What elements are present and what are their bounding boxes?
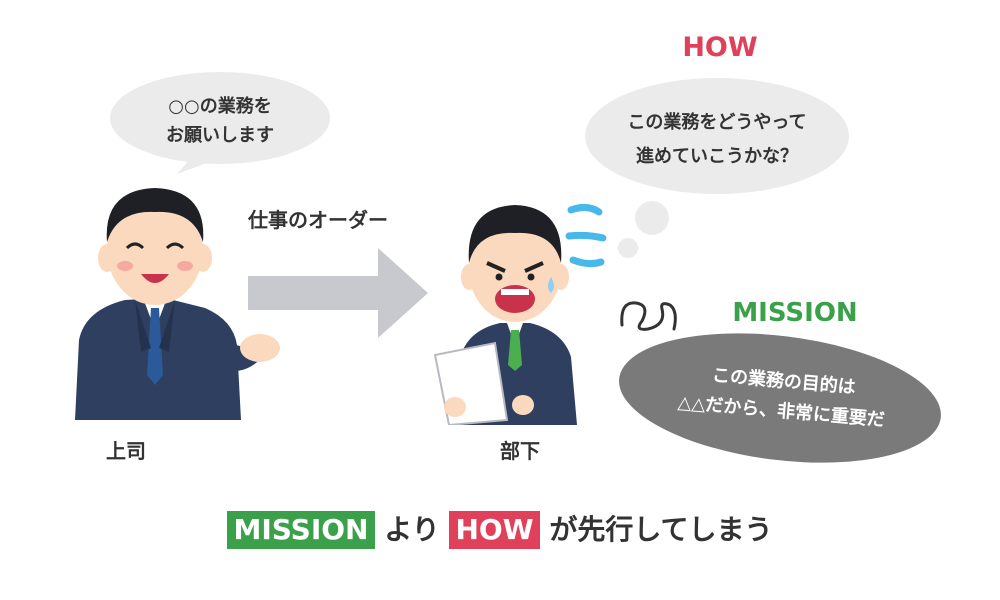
boss-tie-icon bbox=[147, 308, 163, 385]
order-arrow-icon bbox=[248, 248, 428, 338]
thought-dots-icon bbox=[618, 201, 669, 258]
how-thought-bubble bbox=[585, 78, 849, 194]
paper-icon bbox=[433, 341, 509, 425]
boss-speech-text: ○○の業務を お願いします bbox=[120, 92, 320, 150]
caption: MISSION より HOW が先行してしまう bbox=[0, 508, 1000, 549]
caption-how-tag: HOW bbox=[449, 511, 540, 549]
how-thought-line2: 進めていこうかな？ bbox=[636, 146, 798, 167]
subordinate-figure bbox=[433, 205, 577, 425]
mission-bubble bbox=[619, 333, 941, 463]
subordinate-tie-icon bbox=[508, 330, 522, 371]
order-label: 仕事のオーダー bbox=[248, 208, 388, 232]
mission-label: MISSION bbox=[732, 298, 858, 328]
boss-speech-line1: ○○の業務を bbox=[168, 96, 272, 117]
sweat-drops-icon bbox=[565, 203, 607, 268]
boss-speech-bubble bbox=[110, 72, 330, 174]
boss-hand-icon bbox=[240, 334, 280, 362]
boss-figure bbox=[75, 188, 280, 420]
how-thought-text: この業務をどうやって 進めていこうかな？ bbox=[592, 106, 842, 174]
caption-part1: より bbox=[384, 513, 440, 546]
caption-mission-tag: MISSION bbox=[227, 511, 375, 549]
how-label: HOW bbox=[682, 32, 758, 63]
boss-label: 上司 bbox=[106, 439, 146, 463]
how-thought-line1: この業務をどうやって bbox=[627, 112, 807, 133]
subordinate-label: 部下 bbox=[500, 439, 540, 463]
caption-part2: が先行してしまう bbox=[549, 513, 773, 546]
boss-speech-line2: お願いします bbox=[166, 125, 274, 146]
confusion-swirl-icon bbox=[620, 301, 677, 331]
